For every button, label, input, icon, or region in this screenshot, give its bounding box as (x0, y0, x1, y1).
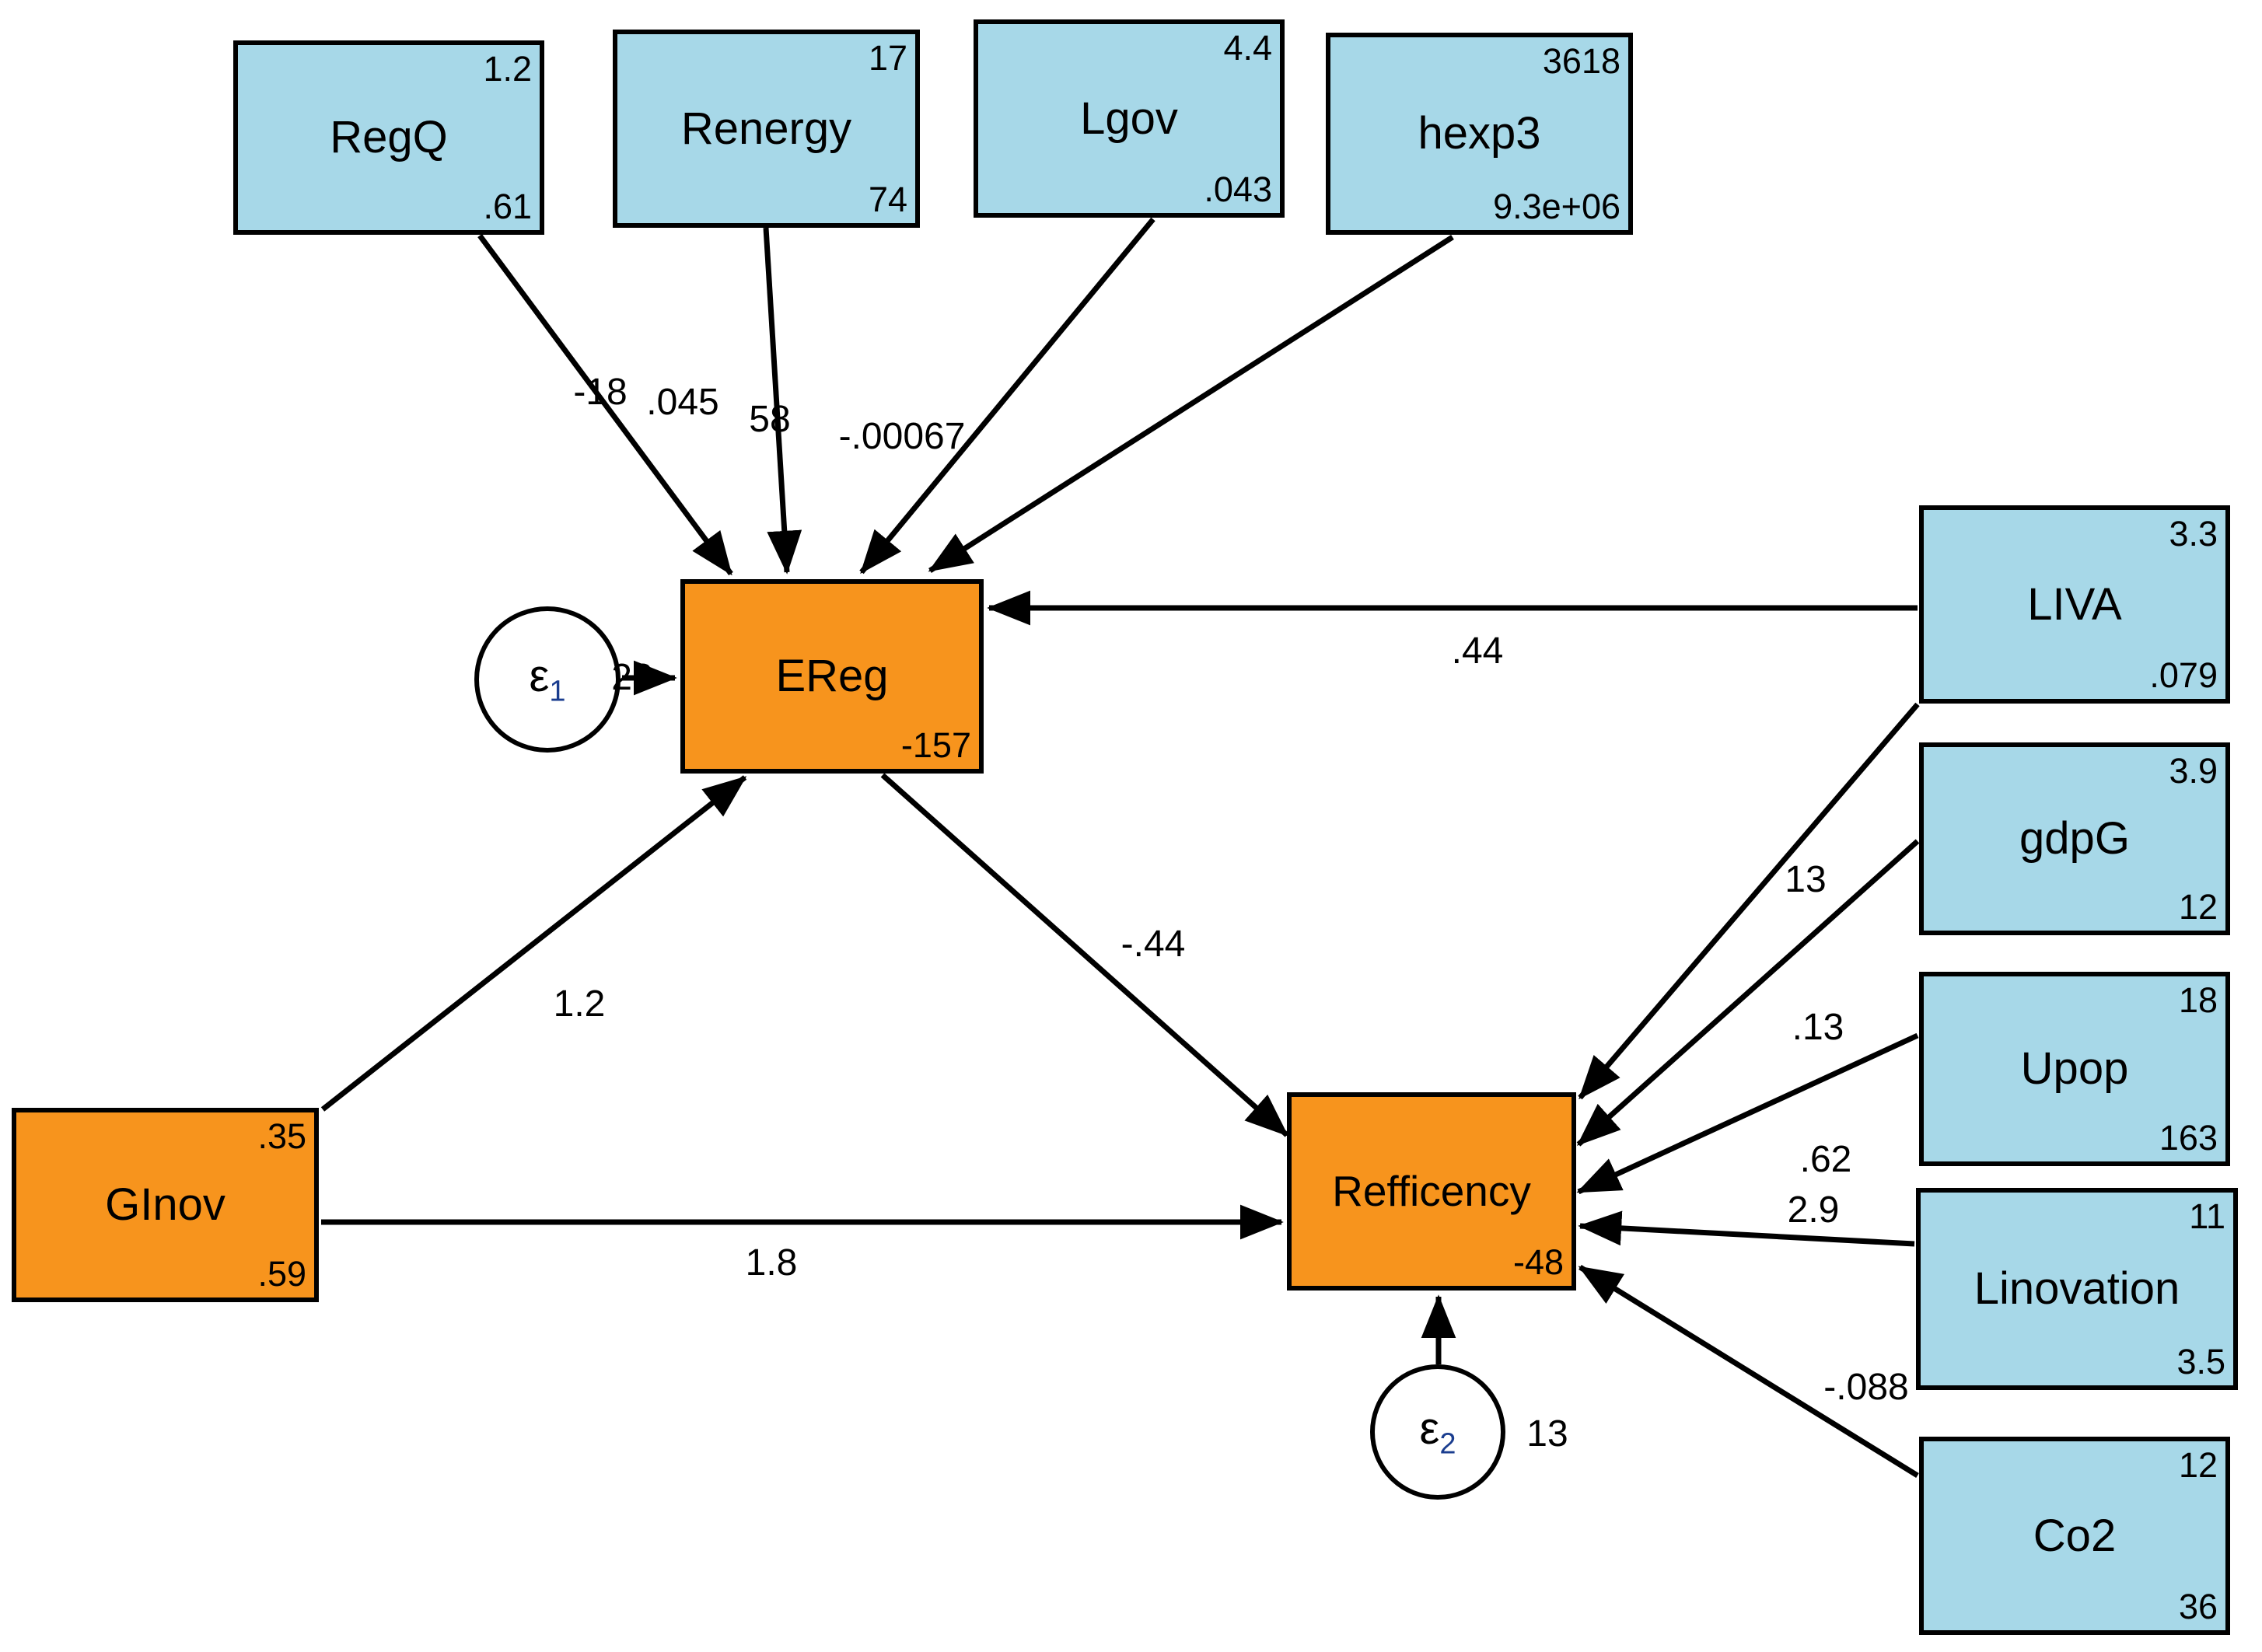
node-Refficency: Refficency -48 (1287, 1092, 1576, 1291)
node-EReg: EReg -157 (680, 579, 984, 774)
node-Renergy-variance: 74 (868, 180, 907, 219)
node-gdpG: 3.9 gdpG 12 (1919, 742, 2230, 935)
node-EReg-intercept: -157 (900, 725, 971, 765)
node-Upop-variance: 163 (2159, 1118, 2218, 1158)
node-Upop-mean: 18 (2178, 980, 2218, 1020)
node-LIVA-label: LIVA (2027, 578, 2122, 630)
node-gdpG-mean: 3.9 (2169, 751, 2218, 791)
node-Lgov-label: Lgov (1080, 93, 1178, 144)
node-Linovation: 11 Linovation 3.5 (1916, 1188, 2238, 1390)
coef-RegQ-EReg: -18 (573, 372, 628, 413)
edge-EReg-Refficency (880, 773, 1289, 1137)
coef-Upop-Refficency: .62 (1799, 1139, 1852, 1180)
node-Refficency-intercept: -48 (1512, 1242, 1564, 1282)
eps2-symbol: ε2 (1419, 1403, 1456, 1461)
node-Co2: 12 Co2 36 (1919, 1437, 2230, 1635)
node-Co2-variance: 36 (2178, 1587, 2218, 1626)
node-RegQ: 1.2 RegQ .61 (233, 40, 544, 235)
node-Renergy-mean: 17 (868, 38, 907, 78)
coef-Lgov-EReg: 58 (749, 399, 791, 440)
edge-gdpG-Refficency (1576, 839, 1920, 1147)
edge-Lgov-EReg (859, 217, 1155, 575)
coef-GInov-Refficency: 1.8 (745, 1242, 798, 1284)
node-Upop: 18 Upop 163 (1919, 972, 2230, 1166)
node-hexp3-variance: 9.3e+06 (1493, 187, 1620, 226)
eps1-symbol: ε1 (529, 651, 566, 708)
coef-LIVA-EReg: .44 (1451, 630, 1504, 672)
node-RegQ-label: RegQ (330, 112, 448, 162)
node-Lgov-variance: .043 (1204, 169, 1272, 209)
error-term-eps1: ε1 (474, 606, 621, 753)
node-gdpG-variance: 12 (2178, 887, 2218, 927)
coef-Linovation-Refficency: 2.9 (1787, 1189, 1840, 1231)
node-RegQ-mean: 1.2 (483, 49, 532, 89)
node-GInov-label: GInov (105, 1179, 226, 1230)
node-Co2-mean: 12 (2178, 1445, 2218, 1485)
coef-GInov-EReg: 1.2 (553, 983, 606, 1025)
node-GInov: .35 GInov .59 (12, 1108, 319, 1302)
coef-Co2-Refficency: -.088 (1823, 1367, 1909, 1408)
node-hexp3-label: hexp3 (1418, 108, 1541, 159)
node-Lgov-mean: 4.4 (1223, 28, 1272, 68)
edge-hexp3-EReg (928, 235, 1454, 573)
node-LIVA-mean: 3.3 (2169, 514, 2218, 554)
node-gdpG-label: gdpG (2019, 813, 2130, 864)
node-Renergy: 17 Renergy 74 (613, 30, 920, 228)
coef-LIVA-Refficency: 13 (1785, 859, 1827, 900)
variance-eps1: 23 (611, 657, 653, 698)
node-LIVA-variance: .079 (2149, 655, 2218, 695)
node-Linovation-variance: 3.5 (2176, 1342, 2225, 1381)
node-Renergy-label: Renergy (680, 103, 852, 154)
node-Linovation-label: Linovation (1974, 1263, 2180, 1314)
coef-Renergy-EReg: .045 (646, 382, 719, 423)
node-Upop-label: Upop (2020, 1043, 2129, 1094)
node-GInov-variance: .59 (257, 1254, 306, 1294)
edge-Upop-Refficency (1576, 1032, 1919, 1195)
coef-hexp3-EReg: -.00067 (838, 416, 966, 457)
node-LIVA: 3.3 LIVA .079 (1919, 505, 2230, 704)
edge-GInov-EReg (320, 775, 747, 1112)
variance-eps2: 13 (1526, 1413, 1568, 1455)
node-Linovation-mean: 11 (2189, 1196, 2225, 1236)
coef-gdpG-Refficency: .13 (1792, 1007, 1844, 1048)
node-hexp3-mean: 3618 (1542, 41, 1620, 81)
error-term-eps2: ε2 (1370, 1364, 1505, 1500)
node-RegQ-variance: .61 (483, 187, 532, 226)
node-hexp3: 3618 hexp3 9.3e+06 (1326, 33, 1633, 235)
edge-Linovation-Refficency (1578, 1210, 1915, 1247)
node-GInov-mean: .35 (257, 1116, 306, 1156)
node-Co2-label: Co2 (2033, 1510, 2117, 1561)
node-Lgov: 4.4 Lgov .043 (974, 19, 1285, 218)
node-EReg-label: EReg (775, 651, 889, 701)
edge-LIVA-Refficency (1578, 702, 1920, 1100)
coef-EReg-Refficency: -.44 (1121, 924, 1186, 965)
node-Refficency-label: Refficency (1332, 1167, 1531, 1215)
